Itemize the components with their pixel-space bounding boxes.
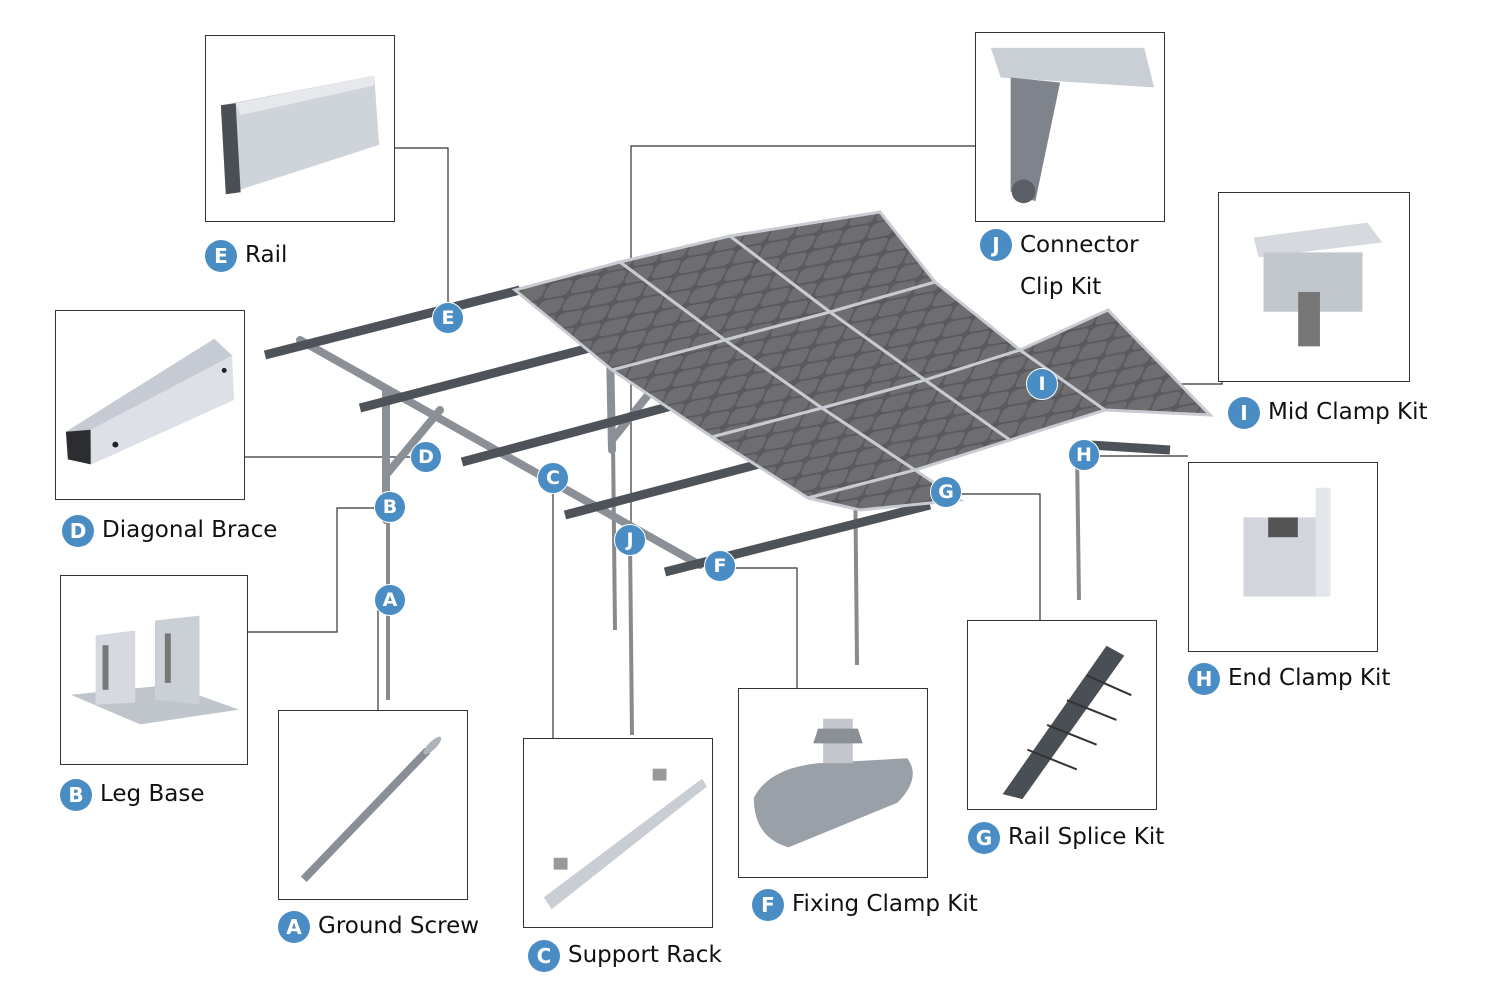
ground-screw-callout-box (278, 710, 468, 900)
leader-line-b (248, 507, 390, 633)
rail-image (220, 75, 380, 195)
leg-base-label-text: Leg Base (100, 781, 205, 807)
badge-h: H (1188, 662, 1220, 695)
connector-clip-callout-box (975, 32, 1165, 222)
ground-screw-image (300, 736, 442, 882)
rail-splice-image (1002, 645, 1132, 800)
end-clamp-callout-box (1188, 462, 1378, 652)
badge-i: I (1228, 396, 1260, 429)
leg-base-label: B Leg Base (60, 773, 204, 817)
leader-line-e (395, 147, 449, 318)
end-clamp-label: H End Clamp Kit (1188, 657, 1390, 701)
fixing-clamp-callout-box (738, 688, 928, 878)
marker-d: D (410, 441, 442, 473)
fixing-clamp-label: F Fixing Clamp Kit (752, 883, 978, 927)
rail-splice-callout-box (967, 620, 1157, 810)
badge-j: J (980, 229, 1012, 261)
end-clamp-label-text: End Clamp Kit (1228, 665, 1391, 691)
diagonal-brace-label: D Diagonal Brace (62, 509, 277, 553)
connector-clip-image (990, 47, 1155, 204)
marker-c: C (537, 462, 569, 494)
leader-line-j (630, 145, 975, 540)
end-clamp-image (1243, 487, 1331, 597)
diagonal-brace-callout-box (55, 310, 245, 500)
diagonal-brace-label-text: Diagonal Brace (102, 517, 278, 543)
leg-base-callout-box (60, 575, 248, 765)
marker-e: E (432, 302, 464, 334)
mid-clamp-label-text: Mid Clamp Kit (1268, 399, 1428, 425)
rail-label-text: Rail (245, 242, 288, 268)
marker-j: J (614, 524, 646, 556)
badge-b: B (60, 778, 92, 811)
support-rack-callout-box (523, 738, 713, 928)
badge-a: A (278, 910, 310, 943)
support-rack-image (543, 768, 708, 910)
leader-line-f (720, 567, 798, 688)
ground-screw-label-text: Ground Screw (318, 913, 480, 939)
leader-line-g (946, 493, 1041, 620)
support-rack-label-text: Support Rack (568, 942, 722, 968)
marker-i: I (1026, 368, 1058, 400)
mid-clamp-image (1253, 222, 1383, 347)
badge-f: F (752, 888, 784, 921)
fixing-clamp-image (753, 718, 913, 848)
leg-base-image (70, 615, 240, 725)
marker-b: B (374, 491, 406, 523)
rail-splice-label: G Rail Splice Kit (968, 816, 1164, 860)
mid-clamp-callout-box (1218, 192, 1410, 382)
badge-g: G (968, 821, 1000, 854)
connector-clip-label-line-2: Clip Kit (1020, 274, 1102, 300)
marker-h: H (1068, 439, 1100, 471)
fixing-clamp-label-text: Fixing Clamp Kit (792, 891, 978, 917)
support-rack-label: C Support Rack (528, 934, 722, 978)
marker-f: F (704, 550, 736, 582)
ground-screw-label: A Ground Screw (278, 905, 479, 949)
rail-splice-label-text: Rail Splice Kit (1008, 824, 1165, 850)
badge-e: E (205, 239, 237, 272)
diagonal-brace-image (65, 338, 235, 465)
rail-callout-box (205, 35, 395, 222)
rail-label: E Rail (205, 234, 287, 278)
connector-clip-label-line-1: Connector (1020, 232, 1139, 258)
mid-clamp-label: I Mid Clamp Kit (1228, 391, 1428, 435)
badge-c: C (528, 939, 560, 972)
connector-clip-label: J Connector Clip Kit (980, 224, 1139, 308)
badge-d: D (62, 514, 94, 547)
marker-a: A (374, 584, 406, 616)
solar-panels (511, 210, 1214, 512)
marker-g: G (930, 476, 962, 508)
